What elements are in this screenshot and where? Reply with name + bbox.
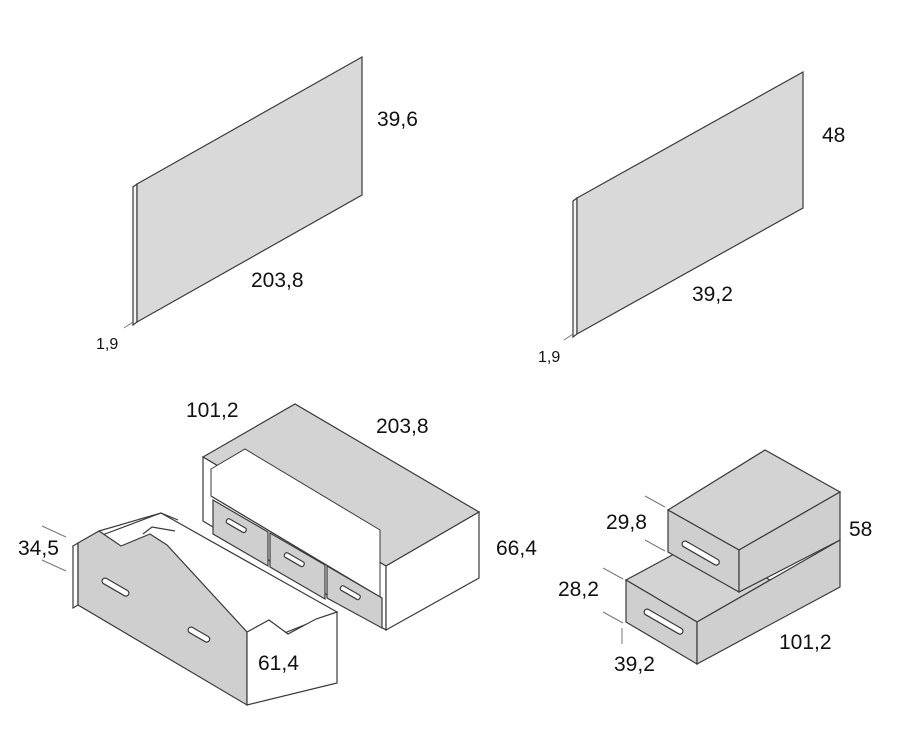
- bed-drawer-2-handle: [283, 552, 305, 568]
- panel-a-face: [136, 55, 363, 324]
- bed-depth-label: 101,2: [186, 399, 239, 422]
- panel-b: 48 39,2 1,9: [538, 70, 845, 366]
- step-upper-handle: [681, 540, 720, 566]
- panel-a-height-label: 39,6: [377, 108, 418, 131]
- bed-cavity: [210, 448, 381, 598]
- step-lower-handle: [643, 608, 684, 635]
- step-lower-tick-bottom: [602, 611, 624, 624]
- bed-side: [385, 510, 480, 632]
- trundle-height-label: 34,5: [18, 537, 59, 560]
- step-lower-side: [696, 538, 841, 666]
- trundle-length-label: 61,4: [258, 652, 299, 675]
- panel-a-length-label: 203,8: [251, 269, 304, 292]
- bed-drawer-3-handle: [339, 585, 361, 601]
- panel-b-length-label: 39,2: [692, 283, 733, 306]
- bed-drawer-1-handle: [225, 518, 247, 534]
- trundle-bed: 101,2 203,8 66,4 34,5 61,4: [18, 399, 537, 707]
- trundle-left-end: [72, 541, 79, 610]
- panel-b-thickness-label: 1,9: [538, 349, 560, 366]
- panel-a-thickness-label: 1,9: [96, 336, 118, 353]
- step-upper-tick-bottom: [644, 539, 666, 552]
- trundle-handle-2: [187, 626, 211, 643]
- trundle-back-rim: [98, 512, 179, 532]
- panel-b-height-label: 48: [822, 124, 845, 147]
- trundle-front: [77, 530, 248, 707]
- step-lower-height-label: 28,2: [558, 578, 599, 601]
- panel-a: 39,6 203,8 1,9: [96, 55, 418, 353]
- step-lower-tick-top: [602, 567, 624, 580]
- bed-height-label: 66,4: [496, 537, 537, 560]
- trundle-height-tick-bottom: [41, 559, 67, 572]
- step-upper-height-label: 29,8: [606, 511, 647, 534]
- bed-length-label: 203,8: [376, 415, 429, 438]
- trundle-inner-bracket: [142, 526, 176, 535]
- bed-drawer-1: [212, 498, 269, 568]
- trundle-height-tick-top: [41, 525, 67, 538]
- step-depth-label: 39,2: [614, 653, 655, 676]
- step-unit: 29,8 58 28,2 39,2 101,2: [558, 449, 872, 676]
- step-length-label: 101,2: [779, 631, 832, 654]
- trundle-right-end: [246, 611, 338, 706]
- panel-b-thickness-tick: [563, 333, 574, 341]
- step-upper-tick-top: [644, 495, 666, 508]
- panel-b-face: [576, 70, 804, 336]
- step-total-height-label: 58: [849, 518, 872, 541]
- bed-drawer-2: [269, 531, 326, 601]
- trundle-handle-1: [101, 577, 130, 597]
- step-upper-side: [738, 490, 841, 593]
- panel-a-thickness-tick: [123, 321, 134, 329]
